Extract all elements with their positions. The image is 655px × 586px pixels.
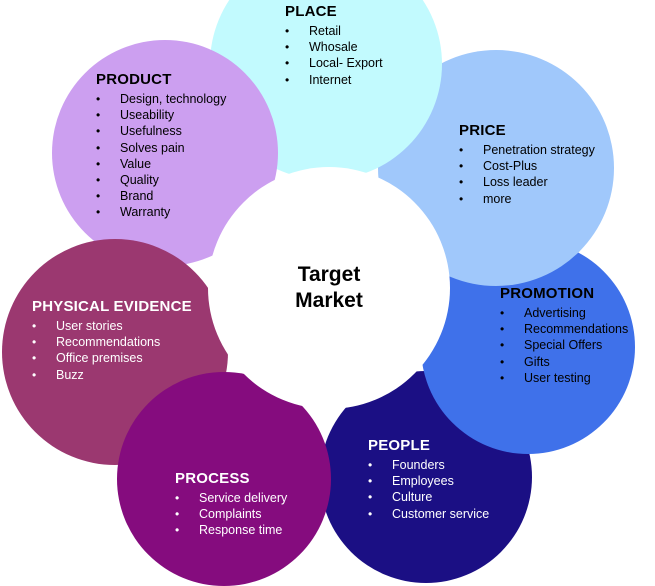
place-label: PLACE Retail Whosale Local- Export Inter… xyxy=(285,3,383,89)
list-item: Penetration strategy xyxy=(459,142,595,158)
list-item: Cost-Plus xyxy=(459,158,595,174)
list-item: Warranty xyxy=(96,204,226,220)
promotion-title: PROMOTION xyxy=(500,285,595,302)
product-title: PRODUCT xyxy=(96,71,172,88)
product-label: PRODUCT Design, technology Useability Us… xyxy=(96,72,226,221)
process-label: PROCESS Service delivery Complaints Resp… xyxy=(175,471,287,539)
list-item: Retail xyxy=(285,23,383,39)
list-item: Quality xyxy=(96,172,226,188)
list-item: Founders xyxy=(368,457,489,473)
physical-evidence-label: PHYSICAL EVIDENCE User stories Recommend… xyxy=(32,298,192,384)
people-label: PEOPLE Founders Employees Culture Custom… xyxy=(368,437,489,523)
physical-evidence-title: PHYSICAL EVIDENCE xyxy=(32,298,192,315)
target-market-circle: Target Market xyxy=(208,167,450,409)
list-item: Brand xyxy=(96,188,226,204)
list-item: Office premises xyxy=(32,350,192,366)
center-line-1: Target xyxy=(297,263,361,286)
list-item: more xyxy=(459,191,595,207)
list-item: Customer service xyxy=(368,506,489,522)
list-item: Value xyxy=(96,156,226,172)
list-item: User testing xyxy=(500,370,628,386)
list-item: Local- Export xyxy=(285,55,383,71)
list-item: Whosale xyxy=(285,39,383,55)
promotion-label: PROMOTION Advertising Recommendations Sp… xyxy=(500,285,628,387)
price-label: PRICE Penetration strategy Cost-Plus Los… xyxy=(459,122,595,208)
process-title: PROCESS xyxy=(175,470,250,487)
price-title: PRICE xyxy=(459,122,506,139)
list-item: Solves pain xyxy=(96,140,226,156)
list-item: Culture xyxy=(368,489,489,505)
list-item: Service delivery xyxy=(175,490,287,506)
list-item: Complaints xyxy=(175,506,287,522)
list-item: Design, technology xyxy=(96,91,226,107)
list-item: Loss leader xyxy=(459,174,595,190)
people-title: PEOPLE xyxy=(368,437,431,454)
list-item: Advertising xyxy=(500,305,628,321)
place-title: PLACE xyxy=(285,3,337,20)
list-item: Gifts xyxy=(500,354,628,370)
list-item: Employees xyxy=(368,473,489,489)
process-circle xyxy=(117,372,331,586)
list-item: Buzz xyxy=(32,367,192,383)
list-item: Special Offers xyxy=(500,337,628,353)
list-item: Response time xyxy=(175,522,287,538)
list-item: User stories xyxy=(32,318,192,334)
list-item: Usefulness xyxy=(96,123,226,139)
list-item: Internet xyxy=(285,72,383,88)
list-item: Recommendations xyxy=(32,334,192,350)
list-item: Useability xyxy=(96,107,226,123)
center-line-2: Market xyxy=(295,289,363,312)
list-item: Recommendations xyxy=(500,321,628,337)
